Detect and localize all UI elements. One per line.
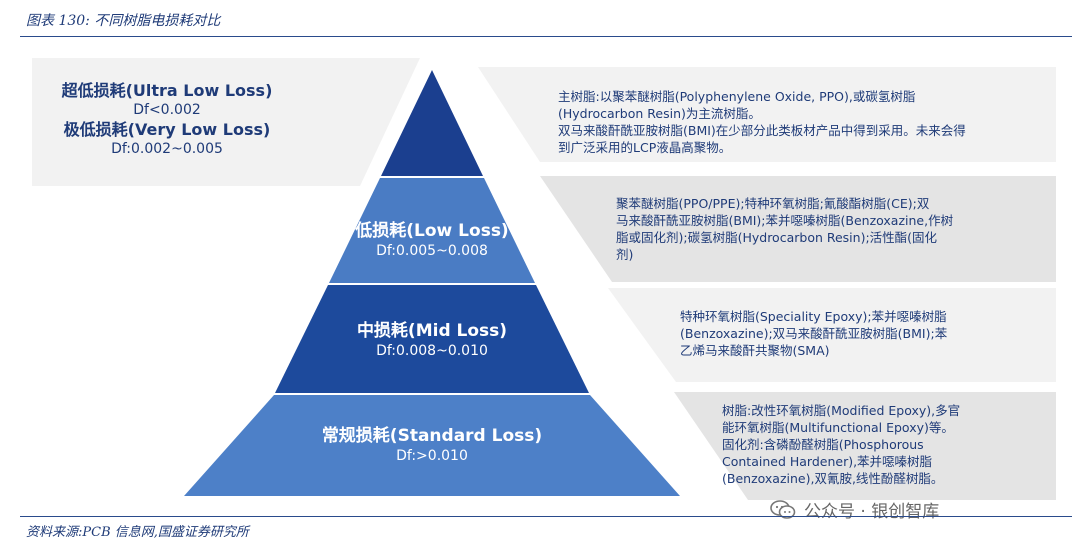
tier-3-df: Df:0.008~0.010 [376, 343, 488, 359]
top-label-box [32, 58, 420, 186]
tier-3-desc-line: 乙烯马来酸酐共聚物(SMA) [680, 343, 830, 358]
tier-2-label: 低损耗(Low Loss) Df:0.005~0.008 [320, 220, 544, 260]
tier-4-desc-line: 树脂:改性环氧树脂(Modified Epoxy),多官 [722, 403, 961, 418]
tier-4-desc-line: 能环氧树脂(Multifunctional Epoxy)等。 [722, 420, 954, 435]
pyramid-tier-2 [329, 178, 535, 283]
tier-2-description: 聚苯醚树脂(PPO/PPE);特种环氧树脂;氰酸酯树脂(CE);双 马来酸酐酰亚… [616, 195, 1036, 263]
tier-4-label: 常规损耗(Standard Loss) Df:>0.010 [280, 425, 584, 465]
tier-4-desc-line: Contained Hardener),苯并噁嗪树脂 [722, 454, 933, 469]
tier-1-desc-line: 主树脂:以聚苯醚树脂(Polyphenylene Oxide, PPO),或碳氢… [558, 89, 916, 104]
header-title: 图表 130: 不同树脂电损耗对比 [26, 13, 221, 29]
tier-3-label: 中损耗(Mid Loss) Df:0.008~0.010 [310, 320, 554, 360]
tier-1-desc-line: 到广泛采用的LCP液晶高聚物。 [558, 140, 732, 155]
tier-2-desc-line: 聚苯醚树脂(PPO/PPE);特种环氧树脂;氰酸酯树脂(CE);双 [616, 196, 930, 211]
tier-1-label: 超低损耗(Ultra Low Loss) Df<0.002 极低损耗(Very … [32, 80, 302, 158]
tier-4-desc-line: (Benzoxazine),双氰胺,线性酚醛树脂。 [722, 471, 944, 486]
tier-4-description: 树脂:改性环氧树脂(Modified Epoxy),多官 能环氧树脂(Multi… [722, 402, 1042, 487]
tier-2-name: 低损耗(Low Loss) [355, 221, 509, 241]
tier-3-desc-line: 特种环氧树脂(Speciality Epoxy);苯并噁嗪树脂 [680, 309, 947, 324]
tier-3-desc-line: (Benzoxazine);双马来酸酐酰亚胺树脂(BMI);苯 [680, 326, 948, 341]
tier-1-description: 主树脂:以聚苯醚树脂(Polyphenylene Oxide, PPO),或碳氢… [558, 88, 1038, 156]
header-rule [20, 36, 1072, 37]
tier-4-desc-line: 固化剂:含磷酚醛树脂(Phosphorous [722, 437, 924, 452]
tier-1-df: Df<0.002 [133, 102, 201, 118]
tier-1-desc-line: 双马来酸酐酰亚胺树脂(BMI)在少部分此类板材产品中得到采用。未来会得 [558, 123, 966, 138]
tier-4-name: 常规损耗(Standard Loss) [321, 426, 543, 446]
pyramid-tier-3 [275, 285, 589, 393]
tier-1-desc-line: (Hydrocarbon Resin)为主流树脂。 [558, 106, 761, 121]
tier-3-name: 中损耗(Mid Loss) [356, 321, 508, 341]
tier-4-df: Df:>0.010 [396, 448, 468, 464]
desc-panel-4 [674, 392, 1056, 500]
tier-2-df: Df:0.005~0.008 [376, 243, 488, 259]
tier-2-desc-line: 剂) [616, 247, 634, 262]
pyramid-tier-4 [184, 395, 680, 496]
source-note: 资料来源:PCB 信息网,国盛证券研究所 [26, 525, 249, 540]
watermark-text: 公众号 · 银创智库 [804, 502, 940, 522]
pyramid-tier-1 [381, 70, 483, 176]
tier-2-desc-line: 脂或固化剂);碳氢树脂(Hydrocarbon Resin);活性酯(固化 [616, 230, 938, 245]
watermark: 公众号 · 银创智库 [770, 497, 939, 522]
tier-1-name-2: 极低损耗(Very Low Loss) [63, 120, 271, 139]
tier-1-name: 超低损耗(Ultra Low Loss) [61, 81, 273, 100]
tier-3-description: 特种环氧树脂(Speciality Epoxy);苯并噁嗪树脂 (Benzoxa… [680, 308, 1042, 359]
footer-rule [20, 516, 1072, 517]
desc-panel-1 [478, 67, 1056, 162]
tier-1-df-2: Df:0.002~0.005 [111, 141, 223, 157]
wechat-icon [770, 499, 796, 519]
desc-panel-2 [540, 176, 1056, 282]
tier-2-desc-line: 马来酸酐酰亚胺树脂(BMI);苯并噁嗪树脂(Benzoxazine,作树 [616, 213, 954, 228]
desc-panel-3 [608, 288, 1056, 382]
